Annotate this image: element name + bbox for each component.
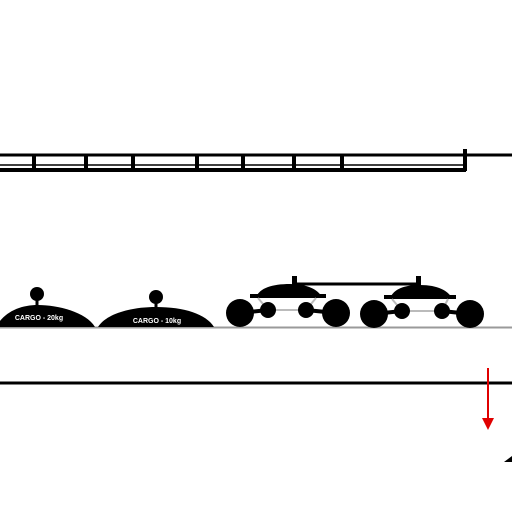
partial-digit-shape (504, 456, 512, 462)
cargo-label: CARGO - 10kg (133, 318, 181, 325)
down-arrow-icon (482, 368, 494, 430)
cargo-item-20kg[interactable]: CARGO - 20kg (0, 287, 95, 327)
vehicle-train[interactable] (226, 276, 484, 328)
overhead-beam (0, 149, 512, 172)
beam-posts (28, 154, 348, 170)
cargo-label: CARGO - 20kg (15, 315, 63, 322)
cargo-item-10kg[interactable]: CARGO - 10kg (98, 290, 214, 327)
cargo-knob (149, 290, 163, 304)
vehicle-2[interactable] (360, 276, 484, 328)
vehicle-1[interactable] (226, 276, 350, 327)
cargo-knob (30, 287, 44, 301)
